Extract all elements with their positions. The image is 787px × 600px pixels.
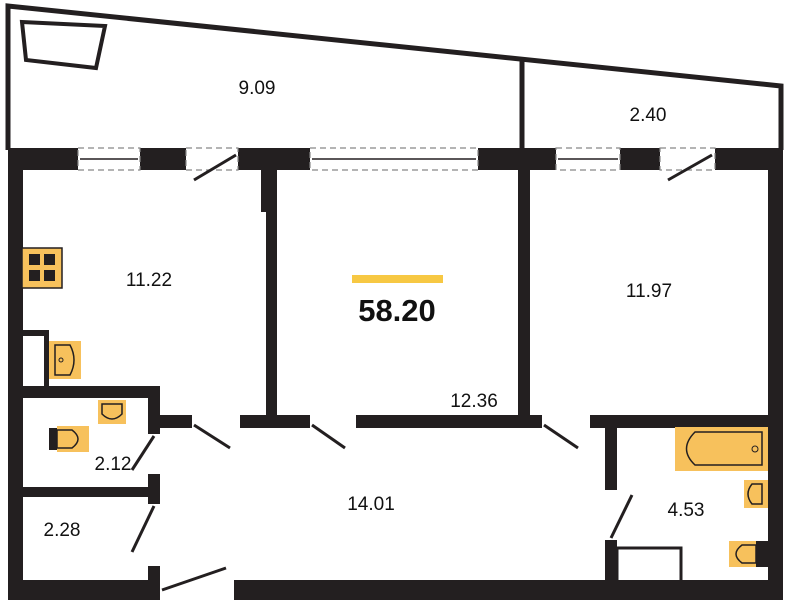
area-label-bedroom: 11.97: [626, 281, 672, 302]
toilet-icon: [49, 426, 89, 452]
balcony-box: [19, 19, 108, 71]
area-label-balcony-left: 9.09: [239, 78, 276, 99]
windows: [77, 147, 621, 171]
area-label-storage: 2.28: [44, 520, 81, 541]
interior-walls: [22, 168, 770, 586]
balcony: [5, 3, 784, 150]
area-label-bathroom: 4.53: [668, 500, 705, 521]
area-label-living-room: 12.36: [450, 391, 498, 412]
bathtub-icon: [675, 427, 768, 471]
toilet-sink-icon: [98, 400, 126, 424]
area-label-toilet: 2.12: [95, 454, 132, 475]
area-label-balcony-right: 2.40: [630, 105, 667, 126]
stove-icon: [21, 247, 63, 289]
interior-doors: [130, 423, 634, 592]
area-label-hallway: 14.01: [347, 494, 395, 515]
kitchen-sink-icon: [49, 341, 81, 379]
balcony-doors: [185, 147, 716, 182]
bathroom-toilet-icon: [729, 541, 768, 567]
total-area-label: 58.20: [358, 293, 436, 328]
bathroom-sink-icon: [744, 480, 768, 508]
exterior-walls: [8, 148, 783, 600]
total-area-accent-bar: [352, 275, 443, 283]
area-label-kitchen: 11.22: [126, 270, 172, 291]
